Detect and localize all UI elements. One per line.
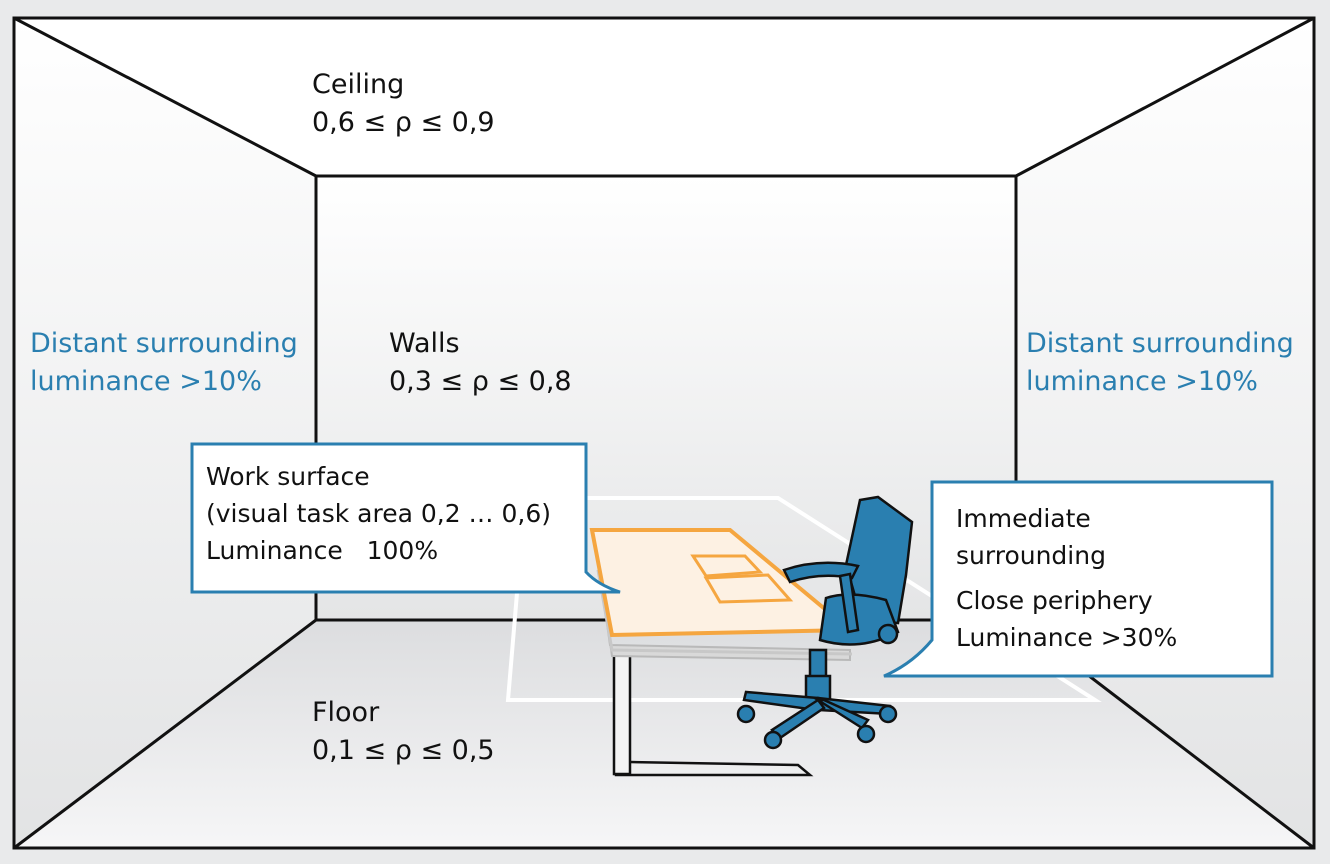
work-surface-callout-text: Work surface (visual task area 0,2 … 0,6…: [206, 458, 551, 569]
immediate-surrounding-callout-text: Immediate surrounding Close periphery Lu…: [956, 500, 1177, 656]
close-periphery: Close periphery: [956, 586, 1153, 615]
immediate-line2: surrounding: [956, 541, 1106, 570]
office-chair: [736, 495, 914, 750]
distant-surrounding-left: Distant surrounding luminance >10%: [30, 325, 298, 401]
distant-right-line1: Distant surrounding: [1026, 328, 1294, 359]
immediate-line1: Immediate: [956, 504, 1091, 533]
room-frame: [12, 16, 1316, 850]
immediate-luminance: Luminance >30%: [956, 623, 1178, 652]
work-surface-luminance: Luminance 100%: [206, 536, 439, 565]
distant-surrounding-right: Distant surrounding luminance >10%: [1026, 325, 1294, 401]
immediate-surrounding-callout-box: [883, 480, 1274, 678]
floor-reflectance: 0,1 ≤ ρ ≤ 0,5: [312, 735, 495, 766]
immediate-surrounding-zone: [505, 496, 1102, 702]
distant-left-line1: Distant surrounding: [30, 328, 298, 359]
floor-title: Floor: [312, 697, 380, 728]
ceiling-title: Ceiling: [312, 69, 405, 100]
paper-sheet-2: [703, 573, 794, 604]
work-surface-task-area: (visual task area 0,2 … 0,6): [206, 499, 552, 528]
paper-sheet-1: [690, 554, 764, 578]
work-surface-callout-box: [190, 442, 621, 594]
work-surface-title: Work surface: [206, 462, 370, 491]
ceiling-label: Ceiling 0,6 ≤ ρ ≤ 0,9: [312, 66, 495, 142]
left-wall-surface: [14, 18, 316, 848]
distant-left-line2: luminance >10%: [30, 366, 262, 397]
walls-title: Walls: [389, 328, 460, 359]
ceiling-surface: [14, 18, 1314, 176]
distant-right-line2: luminance >10%: [1026, 366, 1258, 397]
ceiling-reflectance: 0,6 ≤ ρ ≤ 0,9: [312, 107, 495, 138]
walls-label: Walls 0,3 ≤ ρ ≤ 0,8: [389, 325, 572, 401]
walls-reflectance: 0,3 ≤ ρ ≤ 0,8: [389, 366, 572, 397]
floor-label: Floor 0,1 ≤ ρ ≤ 0,5: [312, 694, 495, 770]
